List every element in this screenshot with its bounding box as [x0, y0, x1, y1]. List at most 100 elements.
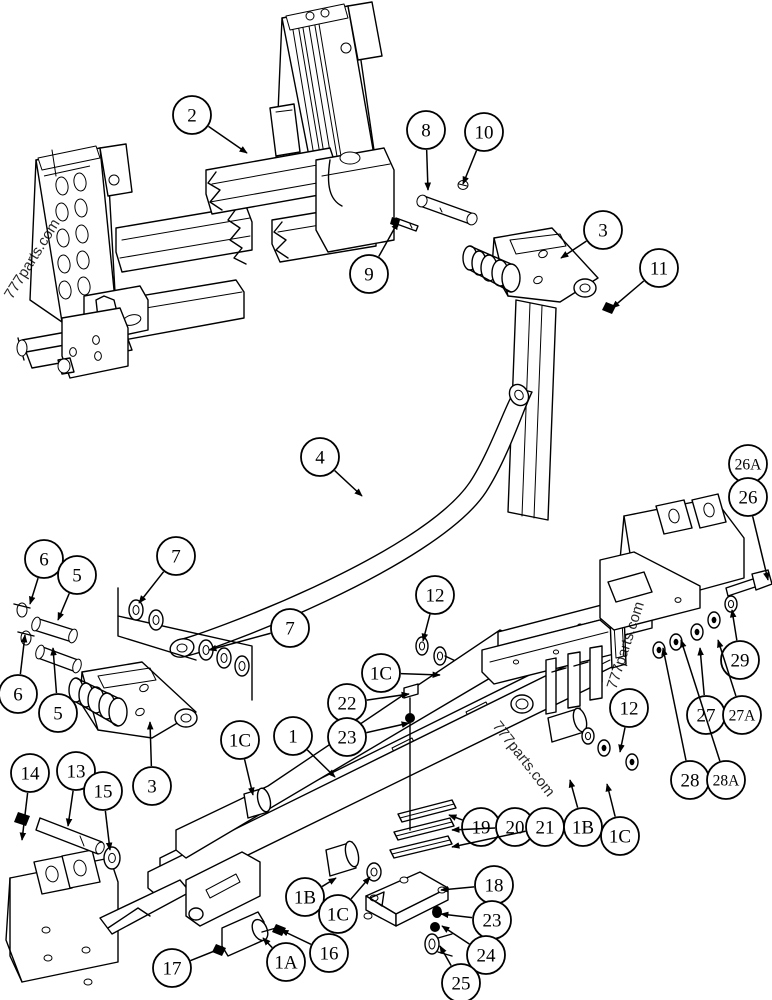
callout-8[interactable]: 8 [406, 110, 446, 191]
callout-bubble[interactable] [156, 536, 196, 576]
callout-28A[interactable]: 28A [680, 639, 746, 800]
callout-bubble[interactable] [172, 95, 212, 135]
callout-bubble[interactable] [285, 877, 325, 917]
callout-bubble[interactable] [464, 112, 504, 152]
callout-7[interactable]: 7 [138, 536, 196, 604]
callout-1C[interactable]: 1C [600, 783, 640, 856]
callout-bubble[interactable] [309, 933, 349, 973]
callout-bubble[interactable] [132, 766, 172, 806]
callout-2[interactable]: 2 [172, 95, 248, 154]
callout-bubble[interactable] [220, 720, 260, 760]
callout-bubble[interactable] [600, 816, 640, 856]
callout-10[interactable]: 10 [462, 112, 504, 185]
callout-bubble[interactable] [327, 717, 367, 757]
callout-27A[interactable]: 27A [717, 639, 762, 735]
leader-line [451, 826, 496, 833]
callout-bubble[interactable] [0, 674, 38, 714]
callout-bubble[interactable] [56, 751, 96, 791]
callout-3[interactable]: 3 [560, 210, 623, 259]
callout-bubble[interactable] [639, 248, 679, 288]
leader-line [262, 937, 273, 949]
callout-16[interactable]: 16 [280, 929, 349, 973]
callout-number: 1B [572, 818, 594, 839]
sleeve-1C-left [243, 787, 272, 819]
callout-1A[interactable]: 1A [262, 937, 306, 982]
callout-29[interactable]: 29 [720, 609, 760, 680]
callout-1C[interactable]: 1C [220, 720, 260, 796]
callout-bubble[interactable] [720, 640, 760, 680]
callout-6[interactable]: 6 [24, 539, 64, 605]
callout-25[interactable]: 25 [439, 945, 481, 1000]
callout-7[interactable]: 7 [208, 608, 310, 652]
callout-number: 28A [713, 773, 741, 790]
callout-24[interactable]: 24 [441, 925, 506, 975]
callout-9[interactable]: 9 [349, 221, 399, 294]
fastener-11 [602, 302, 616, 314]
callout-bubble[interactable] [466, 935, 506, 975]
callout-bubble[interactable] [300, 437, 340, 477]
callout-bubble[interactable] [349, 254, 389, 294]
callout-number: 15 [94, 782, 113, 803]
callout-bubble[interactable] [563, 807, 603, 847]
callout-1C[interactable]: 1C [318, 876, 371, 934]
tow-plate-assembly [5, 849, 191, 986]
callout-23[interactable]: 23 [440, 900, 512, 940]
callout-23[interactable]: 23 [327, 717, 410, 757]
callout-bubble[interactable] [728, 477, 768, 517]
callout-18[interactable]: 18 [440, 865, 514, 905]
callout-bubble[interactable] [266, 942, 306, 982]
callout-number: 18 [485, 876, 504, 897]
callout-bubble[interactable] [10, 753, 50, 793]
callout-17[interactable]: 17 [152, 947, 223, 988]
callout-28[interactable]: 28 [661, 647, 710, 800]
callout-number: 10 [475, 123, 494, 144]
callout-4[interactable]: 4 [300, 437, 363, 497]
callout-5[interactable]: 5 [38, 647, 78, 733]
callout-bubble[interactable] [583, 210, 623, 250]
callout-3[interactable]: 3 [132, 721, 172, 806]
callout-number: 11 [650, 259, 668, 280]
leader-line [568, 779, 579, 808]
callout-bubble[interactable] [152, 948, 192, 988]
leader-line [661, 647, 687, 761]
callout-1C[interactable]: 1C [361, 653, 441, 693]
callout-20[interactable]: 20 [451, 807, 535, 847]
callout-bubble[interactable] [318, 894, 358, 934]
callout-12[interactable]: 12 [415, 575, 455, 642]
callout-bubble[interactable] [24, 539, 64, 579]
callout-bubble[interactable] [361, 653, 401, 693]
callout-number: 7 [171, 547, 181, 568]
callout-bubble[interactable] [270, 608, 310, 648]
callout-number: 25 [452, 974, 471, 995]
callout-bubble[interactable] [609, 688, 649, 728]
callout-1B[interactable]: 1B [563, 779, 603, 847]
callout-1B[interactable]: 1B [285, 877, 337, 917]
callout-27[interactable]: 27 [686, 647, 726, 735]
callout-21[interactable]: 21 [451, 807, 565, 849]
leader-line [751, 516, 770, 581]
callout-bubble[interactable] [83, 771, 123, 811]
callout-13[interactable]: 13 [56, 751, 96, 827]
callout-19[interactable]: 19 [448, 807, 501, 847]
callout-14[interactable]: 14 [10, 753, 50, 841]
callout-6[interactable]: 6 [0, 634, 38, 714]
callout-bubble[interactable] [406, 110, 446, 150]
callout-bubble[interactable] [415, 575, 455, 615]
callout-26[interactable]: 26 [728, 477, 770, 581]
sleeve-group-right [547, 707, 595, 745]
leader-line [448, 814, 463, 821]
callout-bubble[interactable] [706, 760, 746, 800]
callout-bubble[interactable] [722, 695, 762, 735]
callout-bubble[interactable] [38, 693, 78, 733]
callout-26A[interactable]: 26A [728, 444, 768, 484]
callout-bubble[interactable] [57, 555, 97, 595]
callout-11[interactable]: 11 [611, 248, 679, 309]
callout-15[interactable]: 15 [83, 771, 123, 851]
callout-1[interactable]: 1 [273, 716, 336, 778]
callout-bubble[interactable] [273, 716, 313, 756]
callout-5[interactable]: 5 [57, 555, 97, 621]
leader-line [104, 810, 113, 851]
callout-bubble[interactable] [441, 963, 481, 1000]
callout-12[interactable]: 12 [609, 688, 649, 753]
